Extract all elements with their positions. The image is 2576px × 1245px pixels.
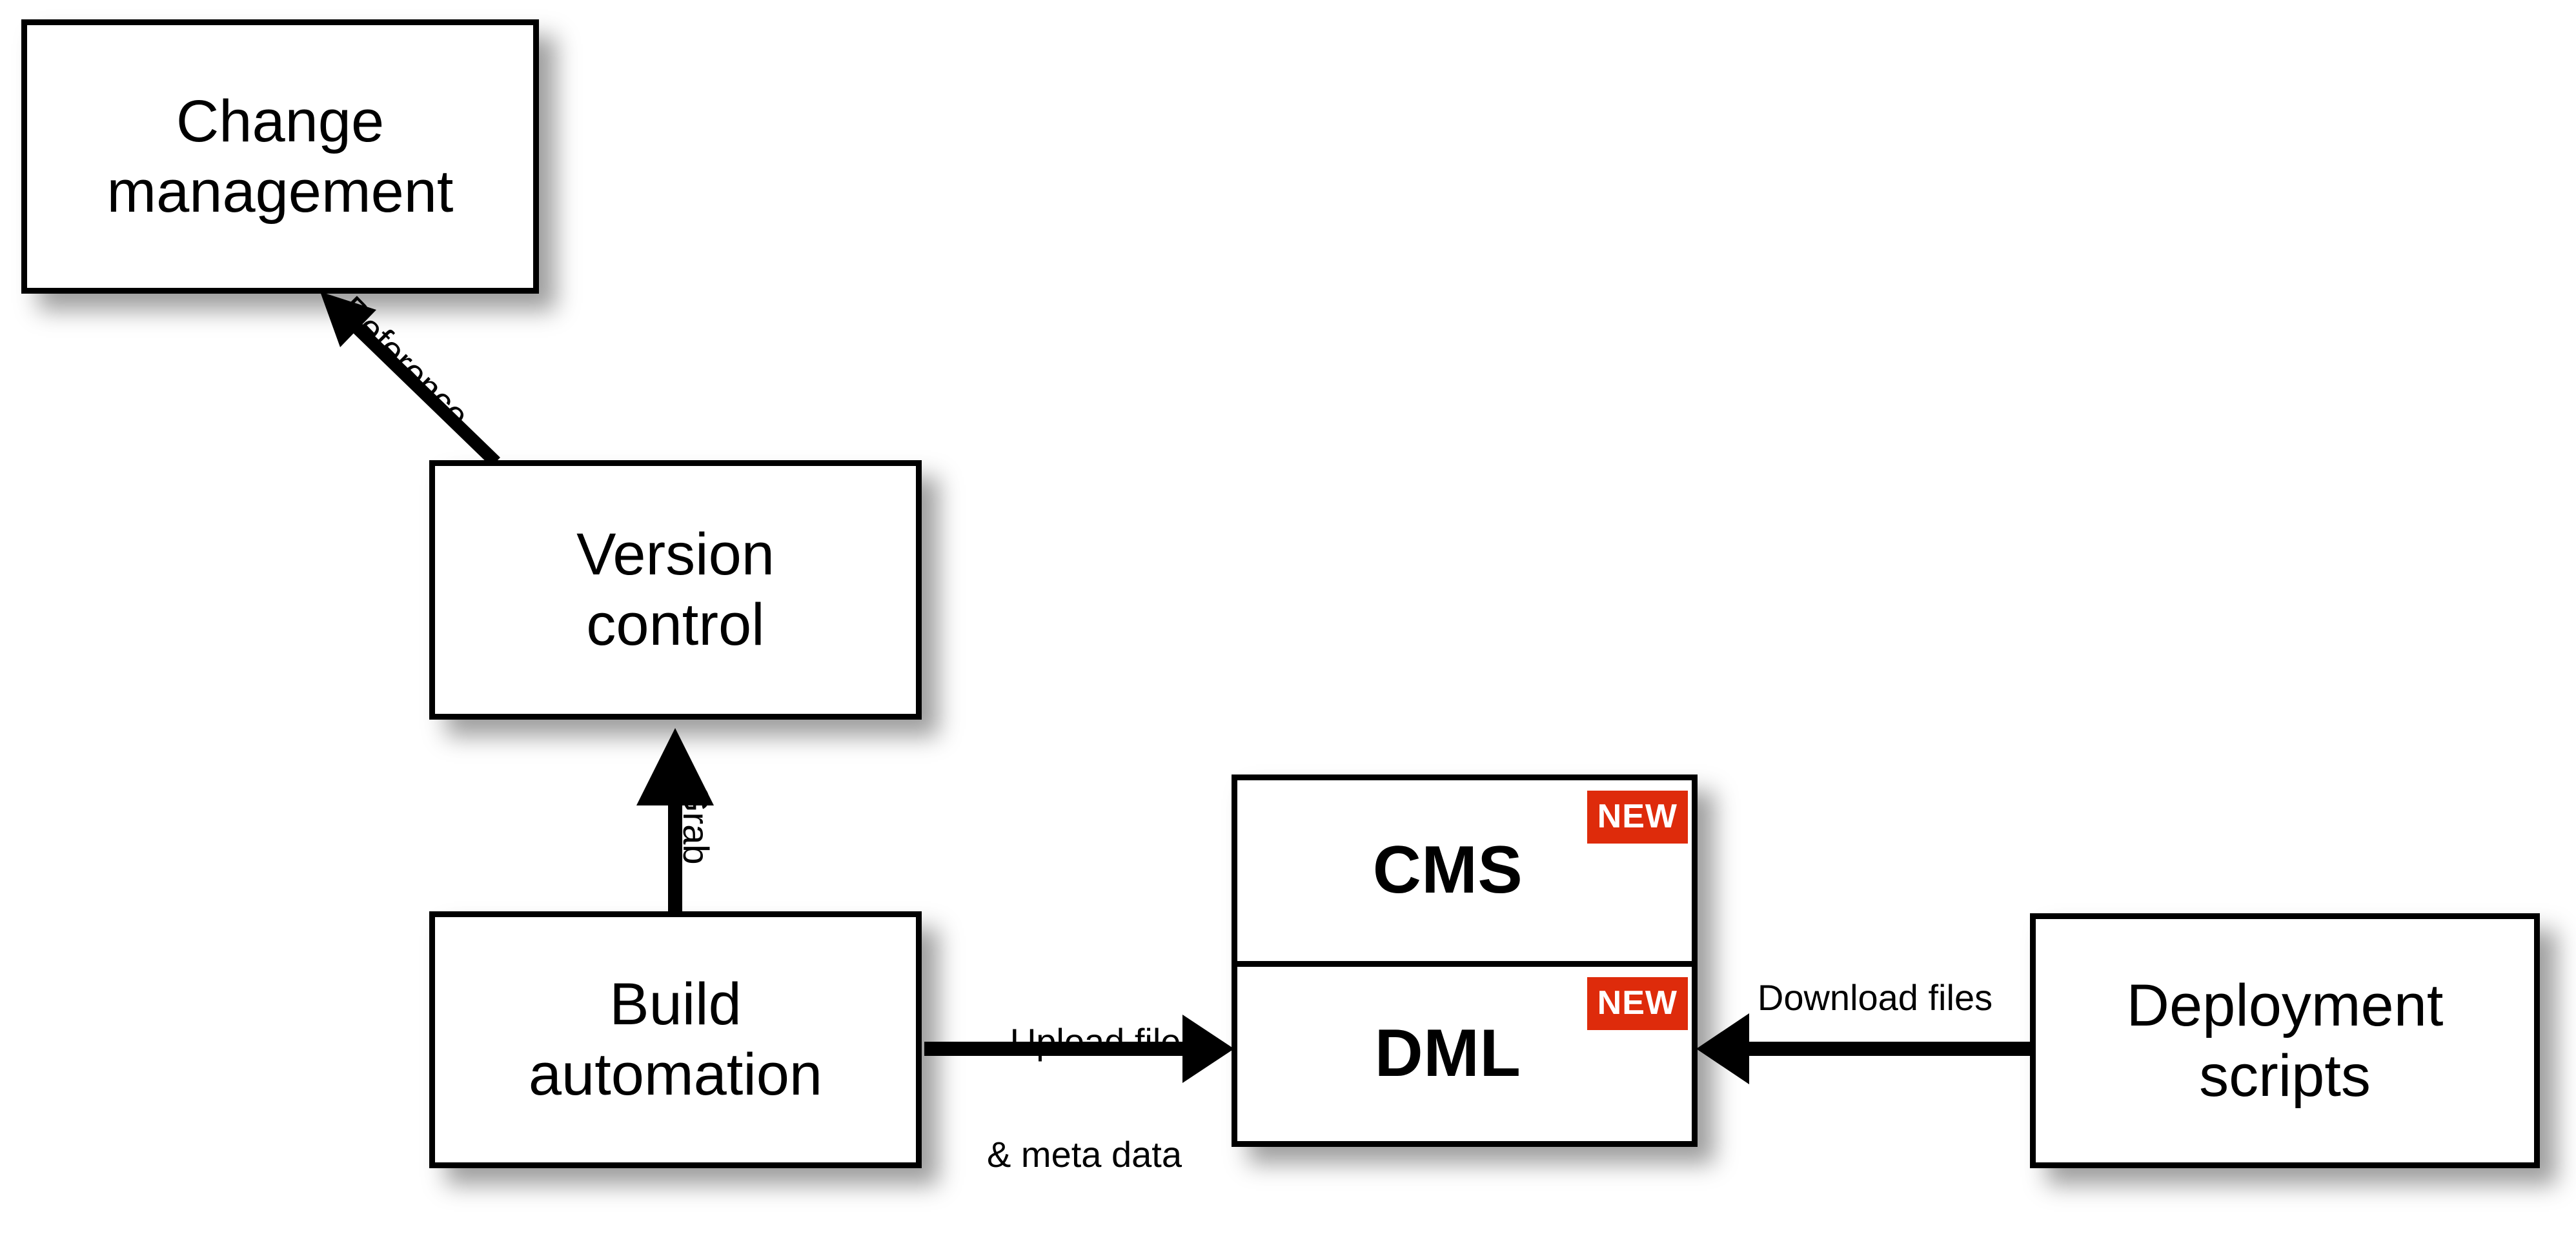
node-deployment-scripts-line2: scripts xyxy=(2199,1042,2371,1109)
node-build-automation-line2: automation xyxy=(528,1042,823,1108)
node-change-management-line1: Change xyxy=(176,88,385,154)
edge-label-upload-line1: Upload files xyxy=(1009,1021,1199,1062)
edge-label-upload: Upload files & meta data xyxy=(949,976,1220,1245)
node-version-control-line1: Version xyxy=(576,521,775,588)
repository-cell-cms[interactable]: CMS NEW xyxy=(1237,780,1692,961)
node-repository[interactable]: CMS NEW DML NEW xyxy=(1232,774,1698,1147)
node-version-control[interactable]: Version control xyxy=(429,460,922,720)
edge-label-reference: Reference xyxy=(331,288,478,436)
repository-cell-dml[interactable]: DML NEW xyxy=(1237,960,1692,1142)
node-deployment-scripts[interactable]: Deployment scripts xyxy=(2030,913,2540,1168)
node-build-automation-line1: Build xyxy=(609,971,742,1038)
repository-cell-cms-label: CMS xyxy=(1372,833,1523,908)
node-version-control-line2: control xyxy=(586,592,765,658)
new-badge-dml: NEW xyxy=(1587,977,1688,1030)
node-change-management[interactable]: Change management xyxy=(21,19,539,294)
edge-label-grab: Grab xyxy=(676,784,716,865)
edge-download-arrow xyxy=(1696,1013,2032,1084)
edge-label-download: Download files xyxy=(1757,977,1993,1018)
node-build-automation[interactable]: Build automation xyxy=(429,911,922,1168)
node-deployment-scripts-line1: Deployment xyxy=(2126,972,2444,1038)
edge-label-upload-line2: & meta data xyxy=(987,1133,1182,1175)
new-badge-cms: NEW xyxy=(1587,791,1688,844)
node-change-management-line2: management xyxy=(106,158,454,225)
repository-cell-dml-label: DML xyxy=(1374,1016,1521,1091)
